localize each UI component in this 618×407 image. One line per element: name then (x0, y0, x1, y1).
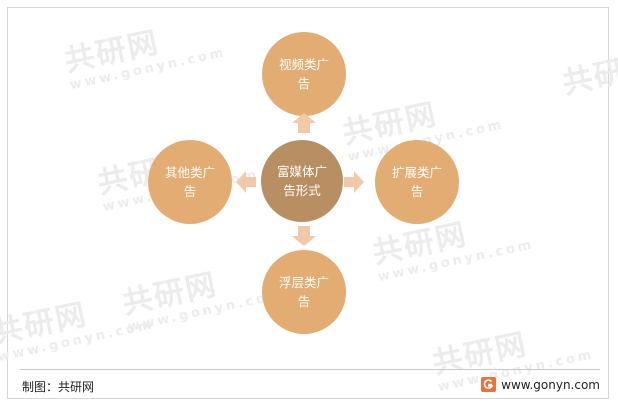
center-label: 富媒体广告形式 (276, 164, 327, 198)
node-overlay-ads: 浮层类广告 (262, 250, 346, 334)
footer-divider (20, 369, 600, 370)
source-credit: 制图：共研网 (22, 380, 95, 394)
footer-website: www.gonyn.com (481, 377, 600, 392)
node-label: 浮层类广告 (278, 275, 329, 309)
website-url: www.gonyn.com (501, 377, 600, 392)
gonyn-logo-icon (481, 377, 497, 392)
node-video-ads: 视频类广告 (262, 32, 346, 116)
node-rich-media-forms: 富媒体广告形式 (261, 140, 343, 222)
node-label: 其他类广告 (164, 165, 215, 199)
arrow-up-icon (292, 113, 316, 133)
node-label: 扩展类广告 (391, 165, 442, 199)
arrow-left-icon (236, 171, 256, 193)
arrow-down-icon (292, 226, 316, 246)
arrow-right-icon (344, 171, 364, 193)
node-label: 视频类广告 (278, 57, 329, 91)
node-expandable-ads: 扩展类广告 (375, 140, 459, 224)
node-other-ads: 其他类广告 (148, 140, 232, 224)
